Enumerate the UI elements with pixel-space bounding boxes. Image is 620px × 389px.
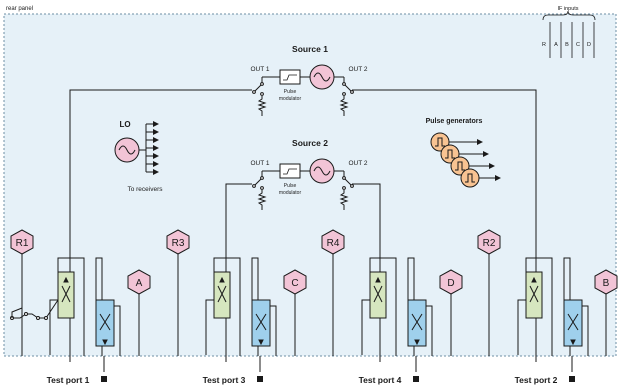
receiver-d-label: D [447, 278, 454, 289]
receiver-d: D [439, 269, 463, 295]
rear-panel [3, 13, 617, 357]
source-1-title: Source 1 [292, 44, 328, 54]
pulse-generators: Pulse generators [426, 118, 501, 188]
source-1-switch-left [252, 82, 267, 116]
port-4-coupling [369, 271, 427, 347]
source-1-switch-right [339, 82, 354, 116]
receiver-r2: R2 [477, 229, 501, 255]
test-coupler-1 [95, 299, 115, 347]
test-coupler-3 [251, 299, 271, 347]
source-1-out1-label: OUT 1 [250, 66, 269, 73]
if-letter-r: R [542, 42, 546, 48]
pulse-modulator-2-label-a: Pulse [284, 183, 297, 189]
if-inputs: IF inputs R A B C D [542, 6, 596, 58]
test-port-4-label: Test port 4 [359, 375, 402, 385]
test-port-3: Test port 3 [203, 375, 263, 385]
source-2-title: Source 2 [292, 138, 328, 148]
if-letter-b: B [565, 42, 569, 48]
pulse-generator-4 [460, 168, 480, 188]
test-port-2-connector [569, 376, 575, 382]
lo-fanout-arrows [146, 121, 159, 175]
receiver-a-label: A [136, 278, 143, 289]
test-port-4-connector [413, 376, 419, 382]
test-port-2: Test port 2 [515, 375, 575, 385]
source-2-out1-label: OUT 1 [250, 160, 269, 167]
pulse-modulator-2 [279, 163, 301, 179]
sine-icon [118, 145, 136, 155]
test-port-1: Test port 1 [47, 375, 107, 385]
test-port-3-label: Test port 3 [203, 375, 246, 385]
receiver-r4-label: R4 [327, 238, 340, 249]
to-receivers-label: To receivers [127, 186, 163, 193]
test-port-1-connector [101, 376, 107, 382]
test-coupler-2 [563, 299, 583, 347]
source-1: Source 1 OUT 1 OUT 2 Pulse modulator [250, 44, 368, 116]
test-port-2-label: Test port 2 [515, 375, 558, 385]
if-letter-c: C [576, 42, 580, 48]
source-2-out2-label: OUT 2 [348, 160, 367, 167]
port-2-coupling [525, 271, 583, 347]
source-2-switch-right [339, 176, 354, 210]
test-port-3-connector [257, 376, 263, 382]
source-2-switch-left [252, 176, 267, 210]
rear-panel-label: rear panel [6, 6, 33, 12]
sine-icon [313, 166, 331, 176]
receiver-c-label: C [291, 278, 298, 289]
if-letter-d: D [587, 42, 591, 48]
receiver-c: C [283, 269, 307, 295]
transfer-switch [10, 299, 59, 320]
port-3-coupling [213, 271, 271, 347]
test-coupler-4 [407, 299, 427, 347]
receiver-b: B [594, 269, 618, 295]
lo-label: LO [119, 120, 130, 129]
if-letter-a: A [554, 42, 558, 48]
receiver-r1-label: R1 [16, 238, 29, 249]
pulse-generators-label: Pulse generators [426, 118, 483, 125]
receiver-r2-label: R2 [483, 238, 496, 249]
receiver-a: A [127, 269, 151, 295]
pulse-modulator-1-label-a: Pulse [284, 89, 297, 95]
receiver-b-label: B [603, 278, 610, 289]
receiver-r3: R3 [166, 229, 190, 255]
port-1-coupling [10, 271, 115, 347]
local-oscillator: LO To receivers [114, 120, 163, 193]
test-port-1-label: Test port 1 [47, 375, 90, 385]
receiver-r4: R4 [321, 229, 345, 255]
pulse-modulator-1-label-b: modulator [279, 96, 302, 102]
source-2: Source 2 OUT 1 OUT 2 Pulse modulator [250, 138, 368, 210]
if-inputs-label: IF inputs [557, 6, 578, 12]
receiver-r3-label: R3 [172, 238, 185, 249]
source-1-out2-label: OUT 2 [348, 66, 367, 73]
test-port-4: Test port 4 [359, 375, 419, 385]
sine-icon [313, 72, 331, 82]
receiver-r1: R1 [10, 229, 34, 255]
pulse-modulator-2-label-b: modulator [279, 190, 302, 196]
pulse-modulator-1 [279, 69, 301, 85]
